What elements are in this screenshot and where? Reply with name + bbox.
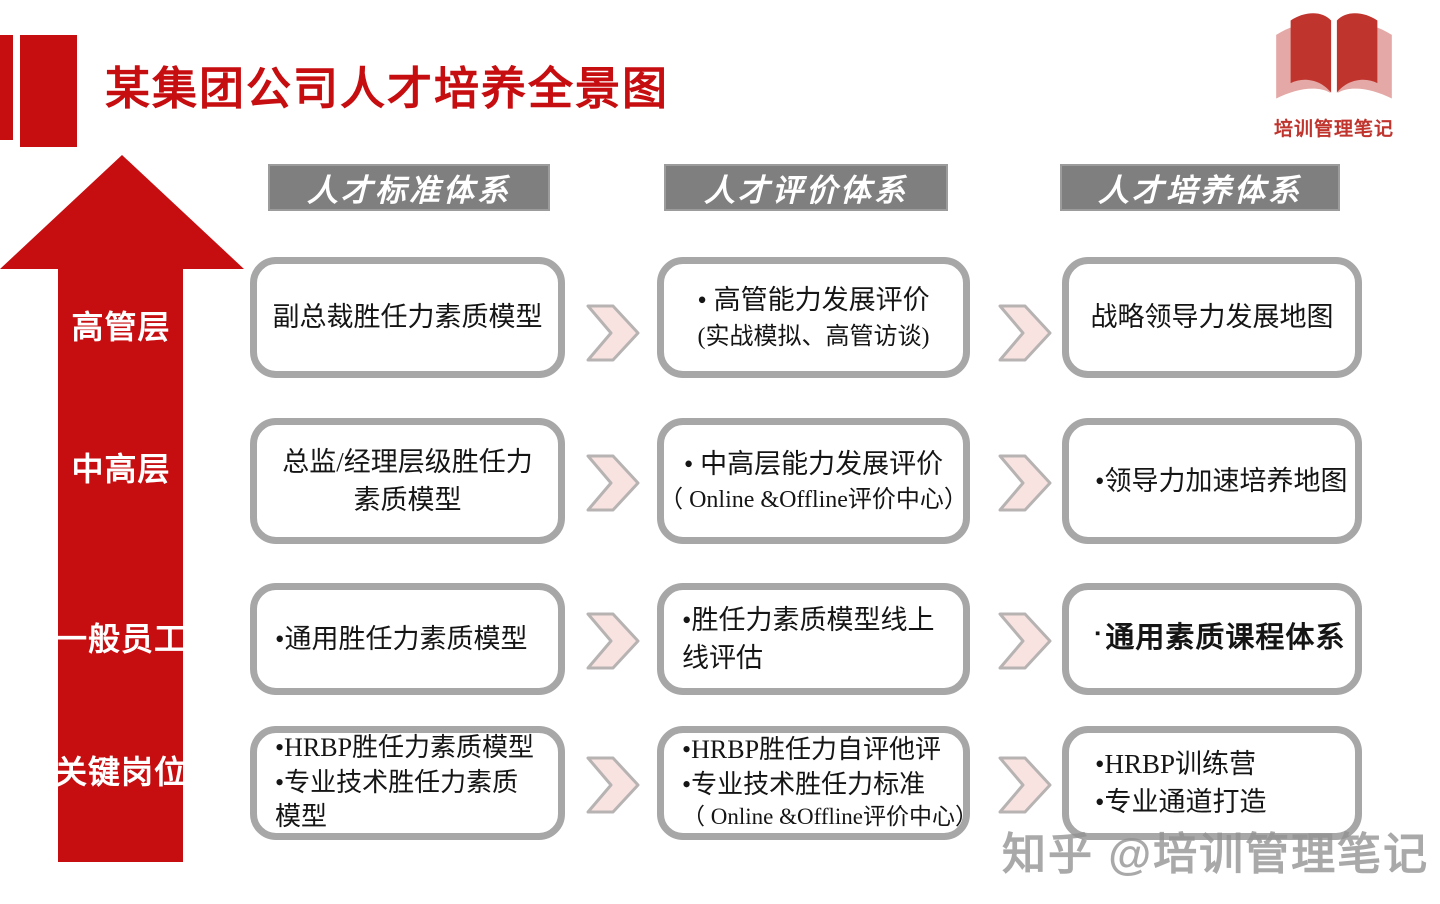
- brand-name: 培训管理笔记: [1273, 119, 1394, 140]
- flow-arrow-icon: [996, 302, 1054, 364]
- card-keypost-standard: •HRBP胜任力素质模型 •专业技术胜任力素质 模型: [250, 726, 565, 840]
- square-bullet-icon: ▪: [1095, 625, 1102, 643]
- card-general-development: ▪通用素质课程体系: [1062, 583, 1362, 695]
- card-midsenior-development: •领导力加速培养地图: [1062, 418, 1362, 544]
- card-keypost-evaluation: •HRBP胜任力自评他评 •专业技术胜任力标准 （ Online &Offlin…: [657, 726, 978, 840]
- open-book-icon: [1258, 6, 1410, 112]
- card-general-evaluation: •胜任力素质模型线上 线评估: [657, 583, 970, 695]
- card-text: •胜任力素质模型线上: [682, 604, 935, 635]
- level-label-executive: 高管层: [71, 309, 171, 345]
- card-text: 素质模型: [353, 485, 462, 515]
- card-text: •HRBP胜任力素质模型: [275, 733, 535, 763]
- card-executive-development: 战略领导力发展地图: [1062, 257, 1362, 378]
- card-executive-standard: 副总裁胜任力素质模型: [250, 257, 565, 378]
- card-text: (实战模拟、高管访谈): [697, 323, 930, 350]
- card-text: •HRBP胜任力自评他评: [682, 735, 942, 765]
- accent-bar-thick: [20, 35, 77, 147]
- brand-logo: 培训管理笔记: [1258, 6, 1410, 141]
- card-text: 副总裁胜任力素质模型: [272, 302, 543, 333]
- card-text: ▪通用素质课程体系: [1095, 622, 1346, 655]
- card-executive-evaluation: • 高管能力发展评价 (实战模拟、高管访谈): [657, 257, 970, 378]
- card-midsenior-evaluation: • 中高层能力发展评价 （ Online &Offline评价中心）: [657, 418, 970, 544]
- flow-arrow-icon: [996, 754, 1054, 816]
- column-header-evaluation: 人才评价体系: [664, 164, 948, 211]
- flow-arrow-icon: [584, 754, 642, 816]
- level-label-key-post: 关键岗位: [54, 754, 187, 790]
- card-text: • 中高层能力发展评价: [683, 448, 944, 479]
- card-text: •专业通道打造: [1095, 787, 1267, 817]
- flow-arrow-icon: [996, 452, 1054, 514]
- card-general-standard: •通用胜任力素质模型: [250, 583, 565, 695]
- card-text: •通用胜任力素质模型: [275, 623, 528, 654]
- card-text: •专业技术胜任力标准: [682, 769, 926, 799]
- card-text: 总监/经理层级胜任力: [282, 446, 533, 477]
- flow-arrow-icon: [584, 610, 642, 672]
- card-text: •领导力加速培养地图: [1095, 465, 1348, 496]
- page-title: 某集团公司人才培养全景图: [105, 63, 670, 114]
- card-text: （ Online &Offline评价中心）: [682, 804, 978, 830]
- card-text: （ Online &Offline评价中心）: [659, 487, 968, 514]
- accent-bar-thin: [0, 35, 13, 140]
- column-header-standard: 人才标准体系: [268, 164, 550, 211]
- flow-arrow-icon: [584, 302, 642, 364]
- flow-arrow-icon: [996, 610, 1054, 672]
- card-text: •HRBP训练营: [1095, 748, 1256, 779]
- card-keypost-development: •HRBP训练营 •专业通道打造: [1062, 726, 1362, 840]
- level-label-general: 一般员工: [54, 621, 187, 657]
- card-text: •专业技术胜任力素质: [275, 767, 519, 797]
- card-midsenior-standard: 总监/经理层级胜任力 素质模型: [250, 418, 565, 544]
- card-text: 模型: [275, 802, 328, 832]
- flow-arrow-icon: [584, 452, 642, 514]
- card-text: 线评估: [682, 643, 763, 673]
- card-text: 战略领导力发展地图: [1090, 302, 1334, 333]
- watermark: 知乎 @培训管理笔记: [1002, 830, 1430, 879]
- column-header-development: 人才培养体系: [1060, 164, 1340, 211]
- card-text: • 高管能力发展评价: [697, 285, 930, 316]
- level-label-mid-senior: 中高层: [71, 451, 171, 487]
- level-up-arrow-icon: [0, 152, 244, 869]
